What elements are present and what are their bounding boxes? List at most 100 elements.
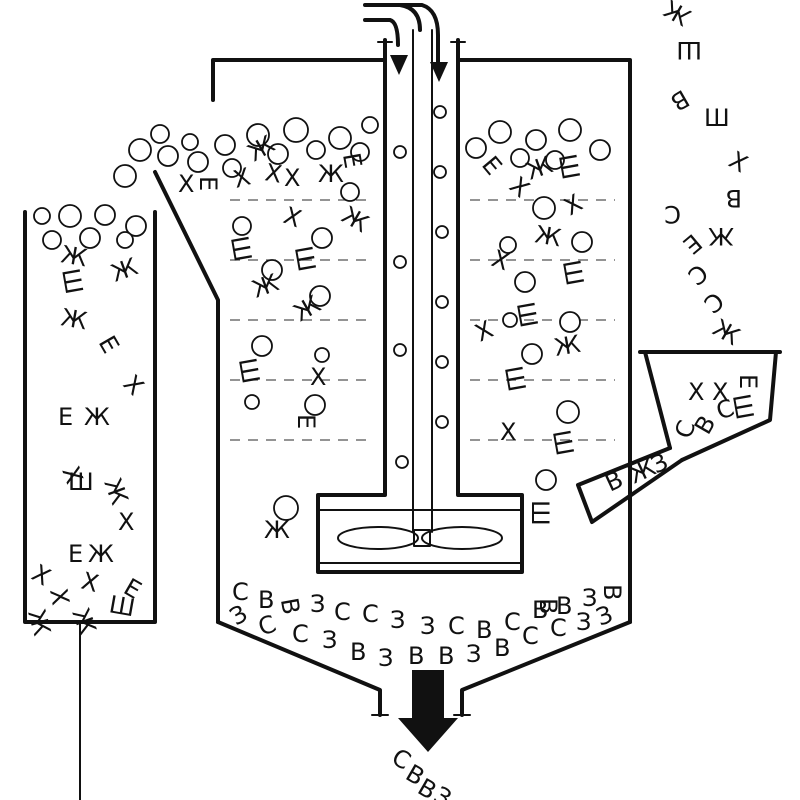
froth-launder-glyph: Ж: [98, 474, 133, 508]
froth-launder-glyph: Ж: [59, 240, 89, 272]
falling-stream: Ж Ш В Ш Х В С Ж Е С С Ж: [659, 0, 752, 351]
aerator: [318, 5, 522, 572]
falling-stream-glyph: В: [666, 84, 694, 116]
sediment-glyph: В: [476, 616, 492, 644]
cell-right-glyph: Ш: [499, 364, 531, 394]
bubble: [396, 456, 408, 468]
sediment-glyph: В: [534, 598, 562, 614]
cell-left-glyph: Х: [284, 164, 300, 192]
impeller-hub: [414, 530, 430, 546]
sediment-glyph: З: [378, 644, 393, 672]
bubble: [536, 470, 556, 490]
bubble: [526, 130, 546, 150]
falling-stream-glyph: Ж: [708, 222, 734, 250]
sediment-glyph: С: [522, 622, 539, 650]
froth-launder: Ш Ж Ж Ж Е Х Ж Е Х Ж Ш Х Е Ж Х Х Х Е Ж Ж …: [22, 205, 155, 800]
sediment-glyph: В: [275, 596, 305, 617]
bubble: [436, 416, 448, 428]
bubble: [533, 197, 555, 219]
feed-chute-glyph: Х: [712, 378, 728, 406]
froth-launder-glyph: Х: [27, 559, 55, 591]
bubble: [34, 208, 50, 224]
bubble: [522, 344, 542, 364]
cell-left-glyph: Ш: [233, 356, 265, 386]
froth-launder-glyph: Х: [78, 567, 101, 598]
sediment-glyph: В: [494, 634, 510, 662]
cell-right-glyph: Ш: [553, 152, 585, 182]
sediment-glyph: С: [232, 578, 249, 606]
sediment-glyph: С: [292, 620, 309, 648]
bubble: [560, 312, 580, 332]
sediment-glyph: З: [576, 608, 591, 636]
discharge: С В В З: [387, 670, 458, 800]
sediment-glyph: З: [390, 606, 405, 634]
feed-chute: [578, 448, 682, 522]
froth-launder-glyph: Ж: [66, 604, 101, 638]
falling-stream-glyph: Х: [724, 146, 752, 178]
bubble: [95, 205, 115, 225]
cell-right-glyph: Ж: [552, 330, 582, 362]
froth-launder-glyph: Е: [58, 403, 73, 431]
falling-stream-glyph: Ж: [708, 314, 745, 351]
bubble: [252, 336, 272, 356]
bubble: [546, 151, 564, 169]
sediment-glyph: З: [322, 626, 337, 654]
bubble: [315, 348, 329, 362]
bubble: [215, 135, 235, 155]
cell-right-glyph: Х: [559, 189, 587, 221]
falling-stream-glyph: В: [726, 184, 742, 212]
froth-launder-glyph: Х: [44, 586, 74, 607]
cell-left-glyph: Е: [194, 176, 222, 191]
bubble: [114, 165, 136, 187]
feed-chute-glyph: Ш: [727, 392, 759, 422]
bubble: [284, 118, 308, 142]
bubble: [117, 232, 133, 248]
bubble: [434, 166, 446, 178]
air-inlet-arrow: [390, 55, 408, 75]
bubble: [394, 256, 406, 268]
bubble: [80, 228, 100, 248]
froth-launder-glyph: Е: [93, 331, 125, 358]
froth-launder-glyph: Ж: [22, 606, 56, 638]
bubble: [436, 226, 448, 238]
bubble: [394, 146, 406, 158]
froth-launder-glyph: Ж: [107, 252, 141, 287]
cell-left-glyph: Х: [280, 201, 305, 233]
bubble: [329, 127, 351, 149]
bubble: [489, 121, 511, 143]
froth-launder-glyph: Е: [68, 540, 83, 568]
sediment-glyph: В: [350, 638, 366, 666]
hopper-funnel: [640, 352, 780, 460]
bubble: [233, 217, 251, 235]
cell-left-glyph: Х: [178, 170, 194, 198]
feed-hopper: В Ж З С В С Х Х Е Ш: [578, 352, 780, 522]
sediment-glyph: В: [598, 584, 626, 600]
cell-right-glyph: Ш: [526, 500, 554, 526]
falling-stream-glyph: Ш: [676, 36, 702, 64]
bubble: [305, 395, 325, 415]
bubble: [262, 260, 282, 280]
bubble: [312, 228, 332, 248]
launder-walls: [25, 212, 155, 622]
bubble: [307, 141, 325, 159]
bubble: [341, 183, 359, 201]
sediment-glyph: С: [448, 612, 465, 640]
bubble: [129, 139, 151, 161]
bubble: [151, 125, 169, 143]
bubble: [557, 401, 579, 423]
falling-stream-glyph: С: [682, 258, 713, 290]
sediment-glyph: В: [438, 642, 454, 670]
cell-left-glyph: Х: [230, 162, 253, 193]
froth-launder-glyph: Ш: [56, 266, 88, 296]
cell-left-glyph: Ж: [318, 160, 344, 188]
froth-launder-glyph: Х: [118, 369, 149, 400]
air-inlet-arrow: [430, 62, 448, 82]
bubble: [158, 146, 178, 166]
bubble: [466, 138, 486, 158]
cell-left-wall: [155, 172, 218, 622]
bubble: [188, 152, 208, 172]
sediment-glyph: В: [532, 596, 548, 624]
bubble: [559, 119, 581, 141]
air-supply-pipe: [365, 5, 420, 45]
aerator-outer-tube: [318, 40, 522, 572]
